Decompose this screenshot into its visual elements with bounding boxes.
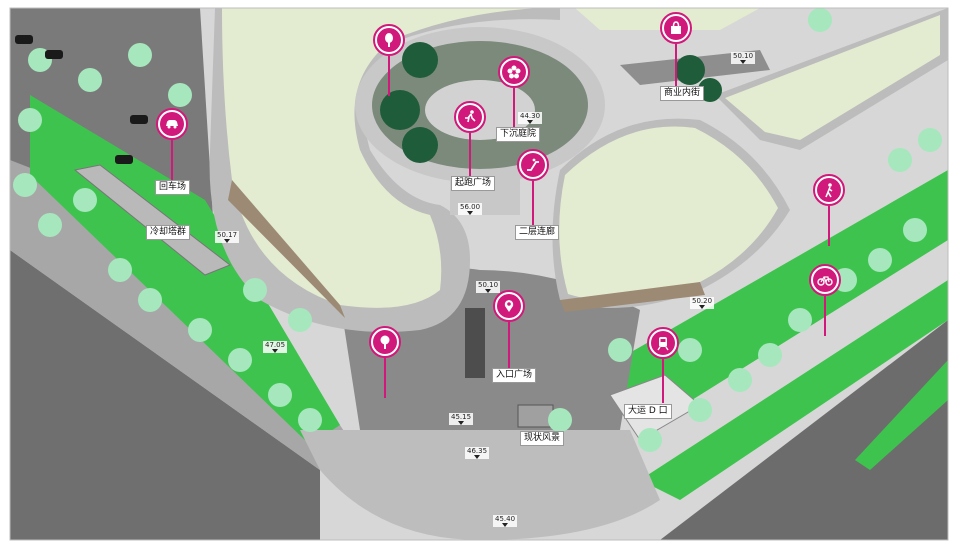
elevation-value: 56.00 [460,203,481,211]
elevation-triangle-icon [467,211,474,215]
elevation-triangle-icon [699,305,706,309]
scenery-frame [517,404,554,428]
road-southeast [660,320,948,540]
park-tree-icon[interactable] [369,326,401,358]
west-facade [228,180,345,318]
cooling-towers-label: 冷却塔群 [146,225,191,240]
metro-exit-label: 大运 D 口 [624,404,672,419]
elevation-marker: 56.00 [458,203,483,215]
elevation-marker: 50.17 [215,231,240,243]
east-facade [560,282,705,312]
elevation-value: 50.17 [217,231,238,239]
far-green-strip [855,360,948,470]
cooling-tower-row [73,164,232,276]
park-leader [384,358,386,398]
tree-leader [388,56,390,96]
elevation-value: 50.20 [692,297,713,305]
elevation-marker: 47.05 [263,341,288,353]
elevation-marker: 50.20 [690,297,715,309]
elevation-value: 50.10 [733,52,754,60]
elevation-value: 46.35 [467,447,488,455]
elevation-marker: 44.30 [518,112,543,124]
elevation-triangle-icon [740,60,747,64]
elevation-triangle-icon [474,455,481,459]
parked-cars [15,35,148,164]
runner-icon[interactable] [454,101,486,133]
second-corridor-leader [532,181,534,225]
elevation-marker: 45.40 [493,515,518,527]
elevation-value: 45.40 [495,515,516,523]
elevation-triangle-icon [224,239,231,243]
pedestrian-icon[interactable] [813,174,845,206]
return-lot-leader [171,140,173,180]
flower-icon[interactable] [498,56,530,88]
commercial-street-leader [675,44,677,86]
elevation-triangle-icon [272,349,279,353]
return-lot-label: 回车场 [155,180,191,195]
elevation-value: 45.15 [451,413,472,421]
sunken-garden-label: 下沉庭院 [496,127,541,142]
west-roof [222,8,540,308]
tree-icon[interactable] [373,24,405,56]
elevation-value: 44.30 [520,112,541,120]
sunken-garden-leader [513,88,515,128]
elevation-value: 50.10 [478,281,499,289]
entrance-plaza-paving [300,430,660,540]
northeast-roof [725,15,940,140]
east-roof [559,126,778,301]
car-icon[interactable] [156,108,188,140]
elevation-value: 47.05 [265,341,286,349]
metro-exit-leader [662,359,664,403]
road-southwest [10,250,320,540]
bicycle-icon[interactable] [809,264,841,296]
commercial-street-label: 商业内街 [660,86,705,101]
metro-train-icon[interactable] [647,327,679,359]
starting-plaza-leader [469,133,471,177]
elevation-marker: 50.10 [476,281,501,293]
pedestrian-leader [828,206,830,246]
location-pin-icon[interactable] [493,290,525,322]
elevation-triangle-icon [485,289,492,293]
tree-group [13,8,942,452]
second-corridor-label: 二层连廊 [515,225,560,240]
map-frame [9,7,949,541]
starting-plaza-label: 起跑广场 [451,176,496,191]
bicycle-leader [824,296,826,336]
elevation-triangle-icon [502,523,509,527]
entrance-plaza-label: 入口广场 [492,368,537,383]
entrance-plaza-leader [508,322,510,368]
elevation-triangle-icon [458,421,465,425]
elevation-marker: 46.35 [465,447,490,459]
elevation-triangle-icon [527,120,534,124]
elevation-marker: 45.15 [449,413,474,425]
right-green-edge [640,280,948,500]
escalator-icon[interactable] [517,149,549,181]
elevation-marker: 50.10 [731,52,756,64]
current-scenery-label: 现状风景 [520,431,565,446]
escalator [465,308,485,378]
shopping-bag-icon[interactable] [660,12,692,44]
